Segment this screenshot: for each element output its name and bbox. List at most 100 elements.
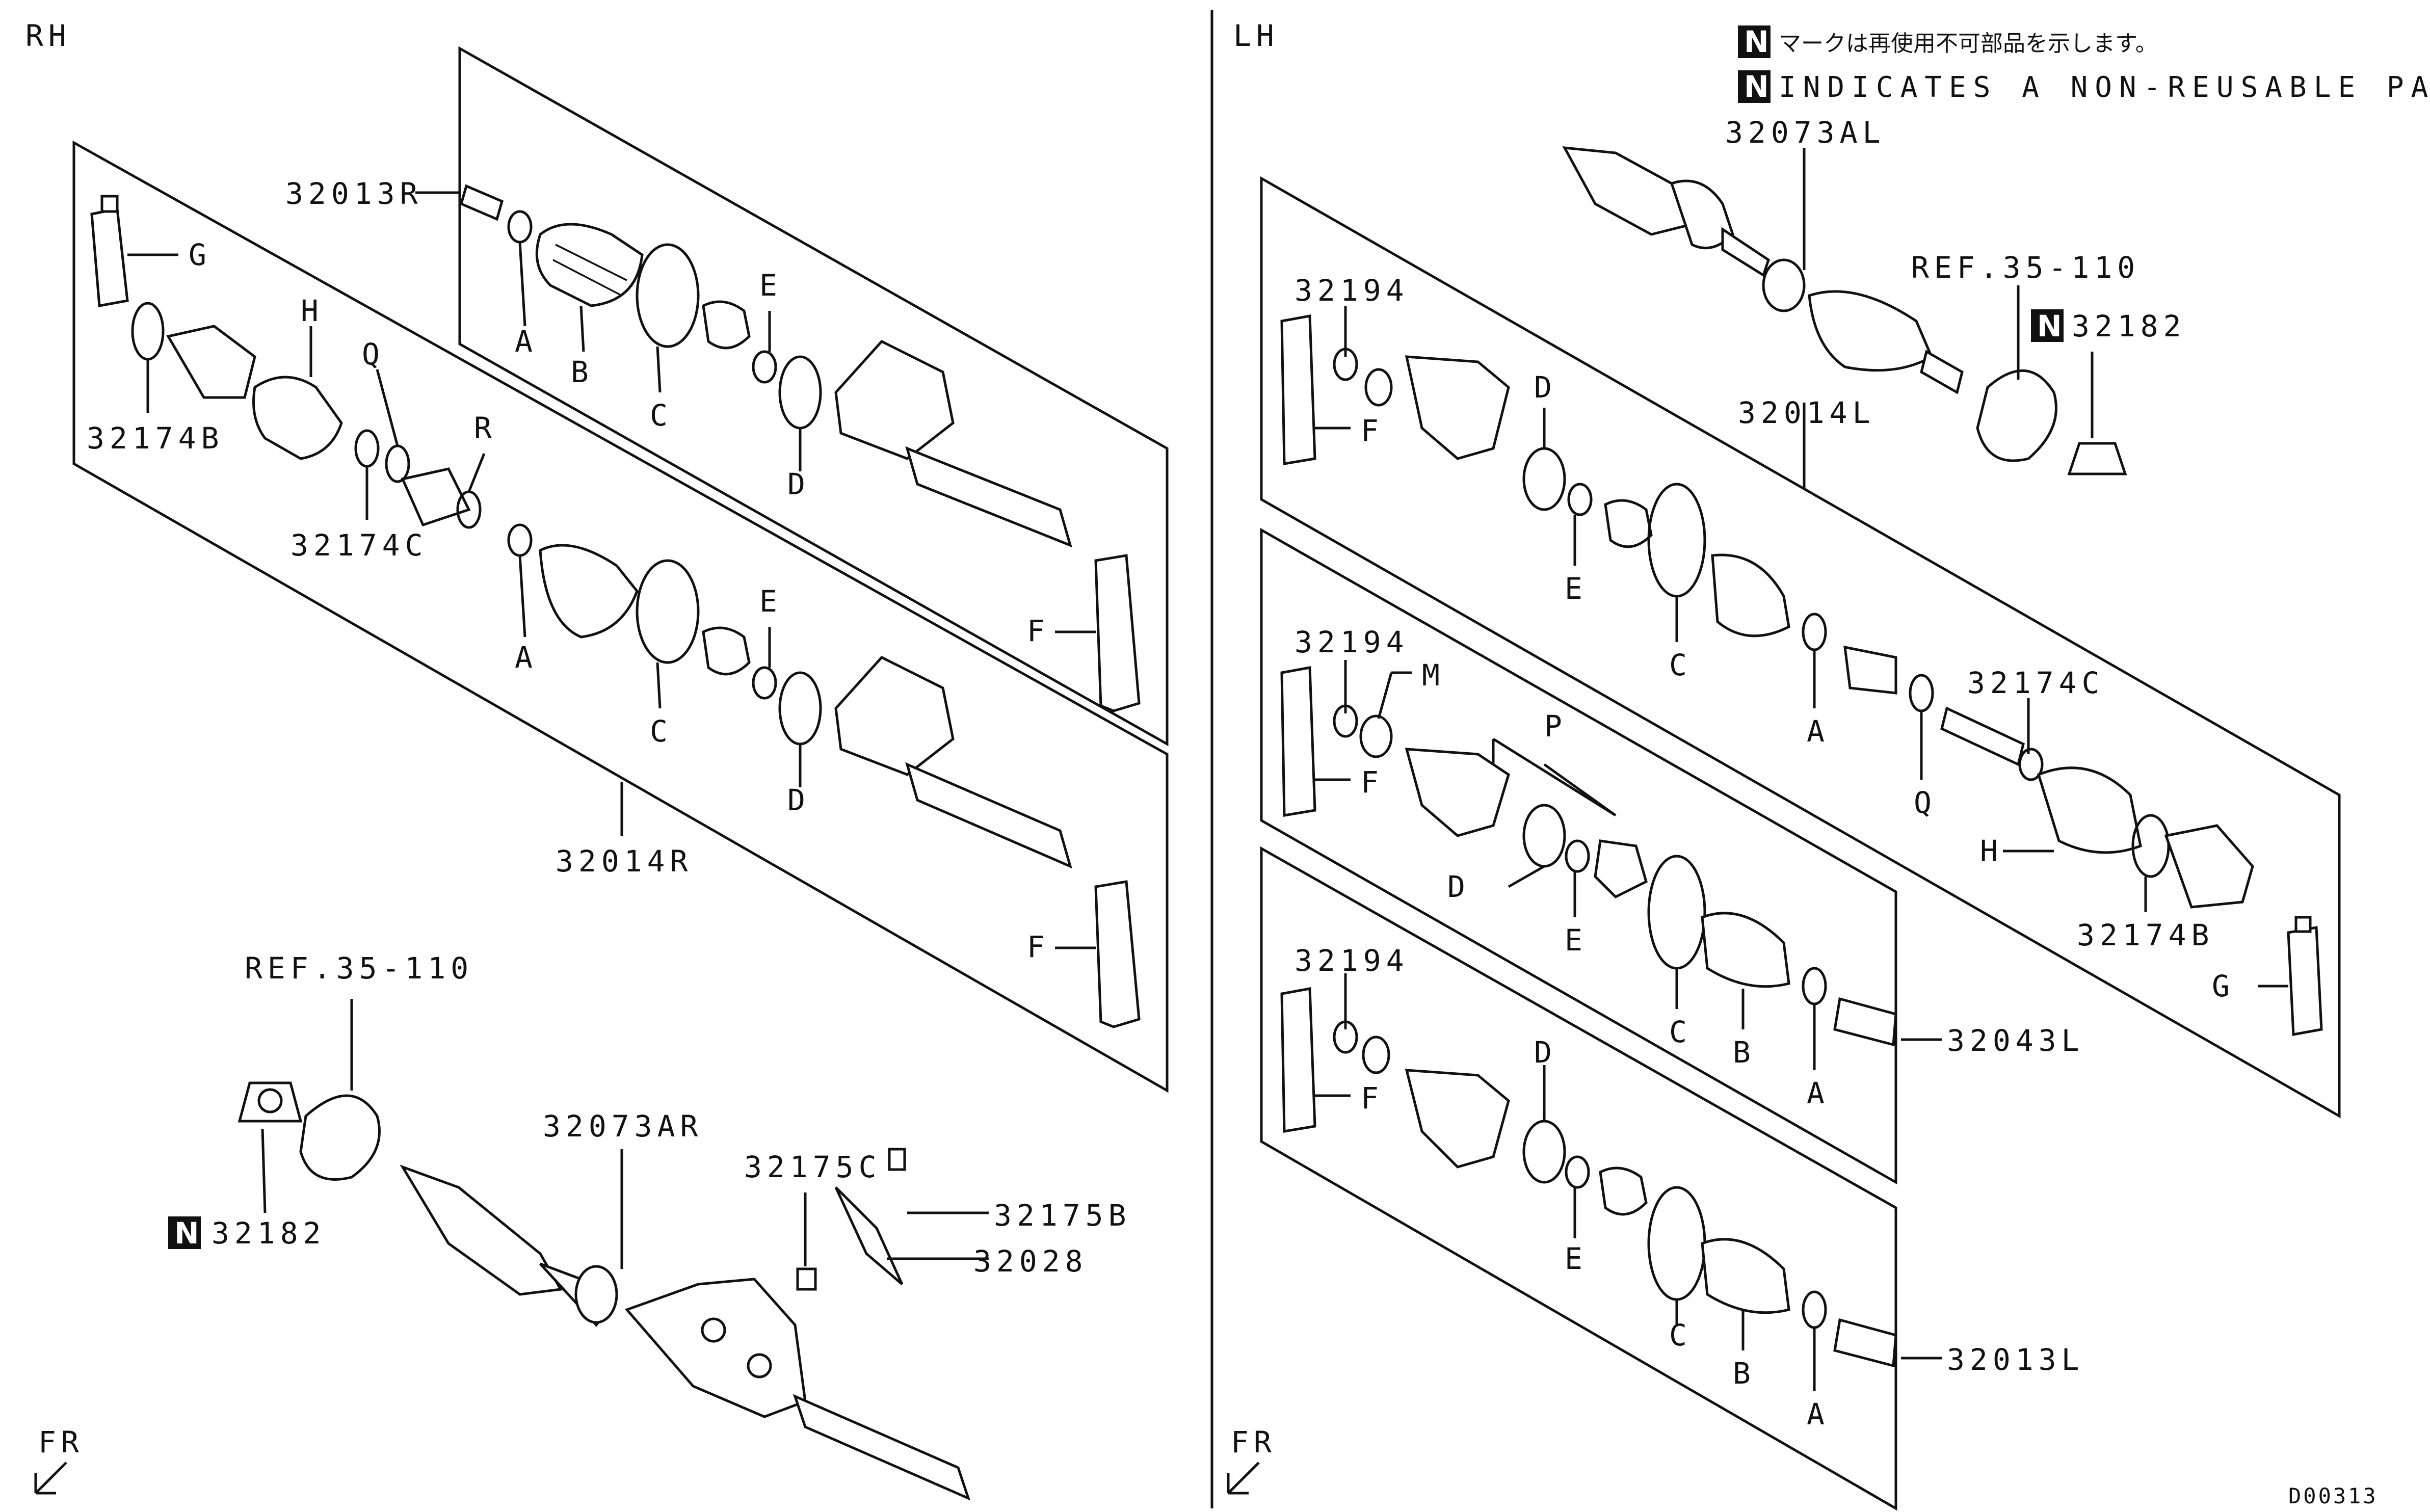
label-a1: A: [515, 324, 538, 359]
band-32174c-lh-icon: [2018, 748, 2044, 781]
hub-lh-icon: [1976, 369, 2057, 462]
label-32194-b: 32194: [1295, 625, 1409, 659]
boot-lh-icon: [1711, 553, 1790, 638]
boot-lh-top-icon: [1670, 179, 1734, 250]
rh-assembly-leaders: [261, 999, 989, 1269]
outer-cv-icon: [400, 1164, 563, 1296]
panel-32013l: [1260, 846, 1897, 1511]
boot-b-lh3-icon: [1701, 1238, 1790, 1314]
ring-m-icon: [1359, 714, 1393, 758]
label-e-lh2: E: [1565, 923, 1588, 958]
snap-ring-e-lh2-icon: [1565, 839, 1590, 873]
label-q: Q: [362, 337, 385, 372]
snap-ring-e2-icon: [752, 666, 777, 700]
outer-cv-lh-icon: [1808, 290, 1934, 372]
ring-d-lh-icon: [1522, 447, 1566, 511]
outer-joint-icon: [166, 325, 256, 399]
shaft-lh-icon: [1721, 227, 1770, 277]
spider-lh-icon: [1604, 499, 1653, 548]
label-32175b: 32175B: [994, 1198, 1131, 1233]
label-c1: C: [650, 398, 673, 433]
label-32174c-lh: 32174C: [1967, 666, 2105, 700]
panel-32014r: [72, 140, 1169, 1093]
label-32013r: 32013R: [285, 176, 423, 211]
ring-d-lh3-icon: [1522, 1120, 1566, 1184]
svg-text:N: N: [2037, 309, 2062, 343]
label-ref-rh: REF.35-110: [245, 951, 473, 986]
label-g: G: [189, 237, 212, 272]
rh-leaders: [127, 191, 1096, 949]
svg-text:N: N: [1744, 24, 1769, 59]
inner-housing-lh3-icon: [1405, 1069, 1510, 1169]
rh-assembly: [237, 1081, 971, 1501]
label-a2: A: [515, 640, 538, 675]
grease-f1-icon: [1094, 554, 1141, 712]
rh-fr-arrow-icon: [34, 1462, 67, 1495]
bracket-32028-icon: [834, 1186, 904, 1285]
damper-lh2-icon: [1843, 645, 1897, 695]
label-32073ar: 32073AR: [543, 1109, 703, 1144]
outer-joint-lh-icon: [2164, 824, 2254, 909]
spider-icon: [702, 300, 751, 350]
grease-f-lh2-icon: [1280, 666, 1316, 817]
snap-ring-e-icon: [752, 350, 777, 384]
clamp-a-lh2-icon: [1802, 967, 1827, 1005]
label-q-lh: Q: [1914, 785, 1937, 820]
nut-32182-icon: [237, 1081, 303, 1123]
clamp-a2-icon: [507, 523, 533, 557]
shaft-lh2-icon: [1940, 706, 2025, 766]
clamp-q-icon: [385, 444, 410, 483]
lh-fr-arrow-icon: [1227, 1462, 1260, 1495]
note-badge-jp: N: [1738, 24, 1771, 59]
label-d1: D: [787, 467, 810, 501]
label-p: P: [1544, 709, 1567, 744]
label-32073al: 32073AL: [1725, 115, 1885, 150]
band-c-lh-icon: [1647, 483, 1706, 598]
rh-upper-parts: [459, 184, 1141, 712]
ring-d2-icon: [778, 671, 822, 746]
label-32014l: 32014L: [1738, 395, 1876, 430]
label-32013l: 32013L: [1947, 1342, 2084, 1377]
damper-lh-icon: [1762, 258, 1806, 312]
stub-lh-icon: [1920, 350, 1964, 394]
band-32174b-icon: [131, 302, 165, 361]
label-32175c: 32175C: [744, 1150, 882, 1184]
svg-text:N: N: [1744, 69, 1769, 104]
inner-housing-lh-icon: [1405, 355, 1510, 460]
label-32182-lh: 32182: [2072, 309, 2186, 343]
panel-32013r: [458, 46, 1169, 747]
label-c-lh1: C: [1669, 648, 1692, 682]
label-32182-rh: 32182: [212, 1216, 326, 1251]
band-32174c-icon: [354, 429, 380, 468]
damper-icon: [401, 467, 471, 527]
label-f-lh3: F: [1361, 1081, 1384, 1116]
tripod-p-icon: [1594, 839, 1648, 899]
label-b1: B: [571, 355, 594, 389]
label-32028: 32028: [973, 1244, 1088, 1279]
lh-fr-label: FR: [1231, 1425, 1277, 1460]
grease-g-icon: [90, 207, 129, 307]
grease-f2-icon: [1094, 880, 1141, 1028]
grease-g-lh-icon: [2287, 926, 2323, 1036]
damper-32073ar-icon: [574, 1265, 618, 1324]
label-e2: E: [759, 584, 782, 619]
grease-f-lh1-icon: [1280, 314, 1316, 465]
label-e1: E: [759, 268, 782, 303]
panel-32014l: [1260, 176, 2341, 1119]
spider-lh3-icon: [1599, 1166, 1648, 1216]
label-c2: C: [650, 714, 673, 749]
label-c-lh3: C: [1669, 1318, 1692, 1352]
label-d-lh2: D: [1447, 869, 1470, 904]
clamp-a-icon: [507, 210, 533, 244]
label-d2: D: [787, 783, 810, 817]
band-c2-icon: [636, 559, 700, 664]
hub-icon: [299, 1094, 381, 1181]
label-f-lh1: F: [1361, 413, 1384, 448]
label-d-lh1: D: [1534, 370, 1557, 405]
housing-2-icon: [834, 655, 955, 776]
label-ref-lh: REF.35-110: [1911, 250, 2140, 285]
note-badge-en: N: [1738, 69, 1771, 104]
shaft-stub: [459, 184, 504, 221]
label-m: M: [1422, 658, 1445, 693]
